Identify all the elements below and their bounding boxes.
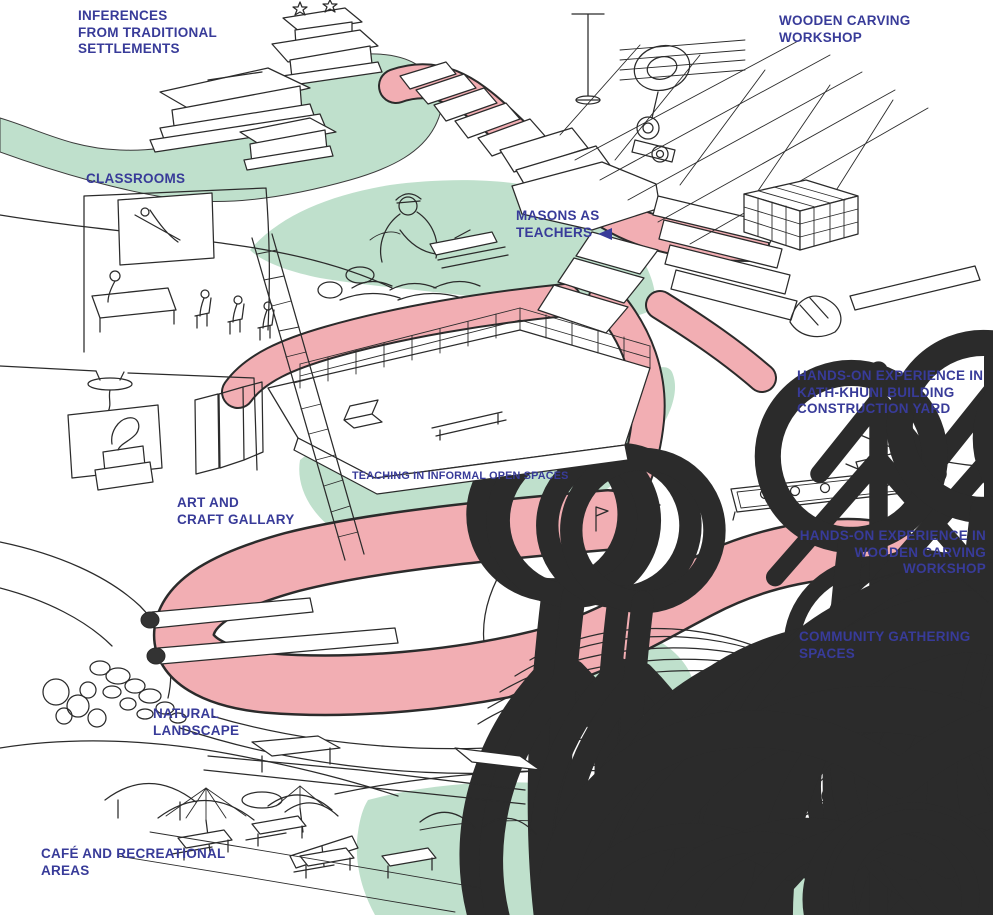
sketch-classroom-interior <box>83 187 275 353</box>
label-art-and-craft-gallery: ART AND CRAFT GALLARY <box>177 495 295 527</box>
sketch-courtyard-platform <box>267 307 993 915</box>
sketch-stone-pile <box>89 660 187 724</box>
sketch-timber-stack <box>743 179 859 251</box>
sketch-gallery-interior <box>0 365 722 915</box>
sketch-wood-workshop-scene <box>559 13 929 245</box>
courtyard-fence <box>299 307 651 389</box>
label-hands-on-wooden-carving: HANDS-ON EXPERIENCE IN WOODEN CARVING WO… <box>799 528 986 577</box>
label-community-gathering-spaces: COMMUNITY GATHERING SPACES <box>799 629 971 661</box>
label-cafe-and-recreational-areas: CAFÉ AND RECREATIONAL AREAS <box>41 846 226 878</box>
label-natural-landscape: NATURAL LANDSCAPE <box>153 706 240 738</box>
label-classrooms: CLASSROOMS <box>86 171 186 186</box>
sketch-mason-statue <box>317 193 509 301</box>
label-kath-khuni-construction-yard: HANDS-ON EXPERIENCE IN KATH-KHUNI BUILDI… <box>797 368 984 417</box>
sketch-natural-landscape <box>42 678 993 915</box>
sketch-cafe-terrace <box>104 735 993 915</box>
cafe-tables <box>171 815 437 879</box>
classroom-chairs <box>194 289 275 341</box>
sketch-ladder <box>251 233 365 561</box>
sketch-traditional-houses <box>149 0 383 171</box>
label-wooden-carving-workshop: WOODEN CARVING WORKSHOP <box>779 13 911 45</box>
label-inferences-from-traditional-settlements: INFERENCES FROM TRADITIONAL SETTLEMENTS <box>78 8 217 57</box>
label-leader-line <box>835 571 989 603</box>
sketch-loop-bridges <box>89 597 399 724</box>
label-masons-as-teachers: MASONS AS TEACHERS <box>516 208 600 240</box>
label-teaching-informal-open-spaces: TEACHING IN INFORMAL OPEN SPACES <box>352 470 569 482</box>
masons-arrow-icon <box>598 228 612 240</box>
